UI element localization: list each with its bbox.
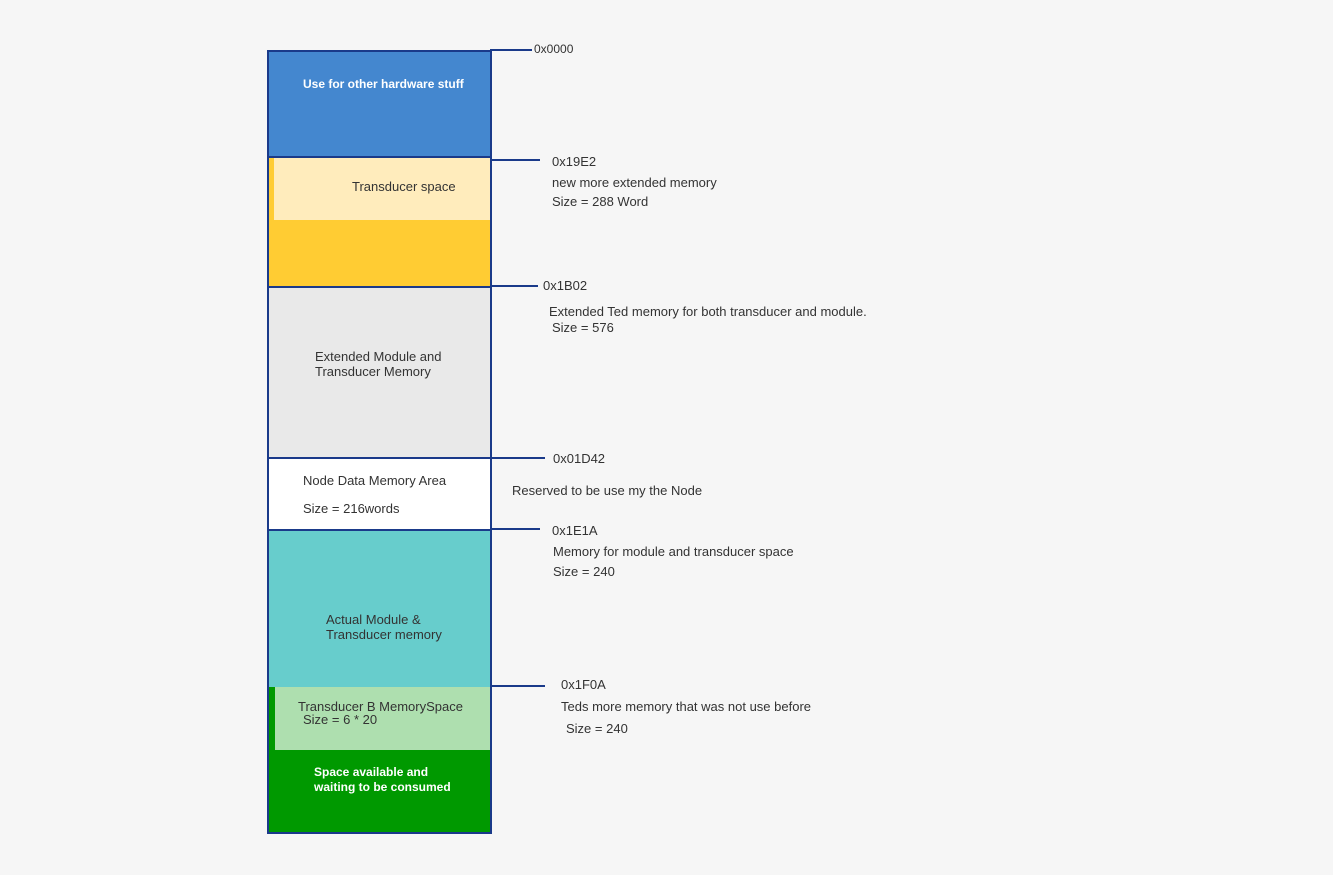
address-0x1F0A: 0x1F0A (561, 677, 606, 692)
transducer-b-label: Transducer B MemorySpace (298, 699, 463, 714)
address-0x01D42: 0x01D42 (553, 451, 606, 466)
transducer-b-block (275, 687, 492, 750)
transducer-space-label: Transducer space (352, 179, 456, 194)
address-0x0000: 0x0000 (534, 42, 574, 56)
pointer-line-3 (490, 457, 545, 459)
hardware-block (267, 50, 492, 157)
actual-memory-label-2: Transducer memory (326, 627, 442, 642)
transducer-b-size: Size = 6 * 20 (303, 712, 378, 727)
actual-memory-label-1: Actual Module & (326, 612, 421, 627)
divider-2 (267, 286, 492, 288)
extended-memory-label-2: Transducer Memory (315, 364, 431, 379)
actual-memory-block (267, 530, 492, 687)
node-data-size: Size = 216words (303, 501, 400, 516)
divider-1 (267, 156, 492, 158)
pointer-line-4 (490, 528, 540, 530)
pointer-line-1 (490, 159, 540, 161)
node-data-block (267, 458, 492, 530)
annotation-2-desc: Extended Ted memory for both transducer … (549, 304, 867, 319)
address-0x1B02: 0x1B02 (543, 278, 588, 293)
annotation-5-size: Size = 240 (566, 721, 628, 736)
extended-memory-block (267, 287, 492, 458)
annotation-5-desc: Teds more memory that was not use before (561, 699, 812, 714)
available-space-label-1: Space available and (314, 765, 429, 779)
pointer-line-0 (490, 49, 532, 51)
transducer-space-used (274, 157, 491, 220)
address-0x1E1A: 0x1E1A (552, 523, 598, 538)
pointer-line-2 (490, 285, 538, 287)
annotation-3-desc: Reserved to be use my the Node (512, 483, 703, 498)
annotation-4-size: Size = 240 (553, 564, 615, 579)
annotation-4-desc: Memory for module and transducer space (553, 544, 794, 559)
divider-3 (267, 457, 492, 459)
available-space-label-2: waiting to be consumed (314, 780, 451, 794)
annotation-1-desc: new more extended memory (552, 175, 717, 190)
extended-memory-label-1: Extended Module and (315, 349, 442, 364)
address-0x19E2: 0x19E2 (552, 154, 597, 169)
divider-4 (267, 529, 492, 531)
pointer-line-5 (490, 685, 545, 687)
annotation-1-size: Size = 288 Word (552, 194, 649, 209)
node-data-label: Node Data Memory Area (303, 473, 447, 488)
hardware-block-label: Use for other hardware stuff (303, 77, 464, 91)
annotation-2-size: Size = 576 (552, 320, 614, 335)
